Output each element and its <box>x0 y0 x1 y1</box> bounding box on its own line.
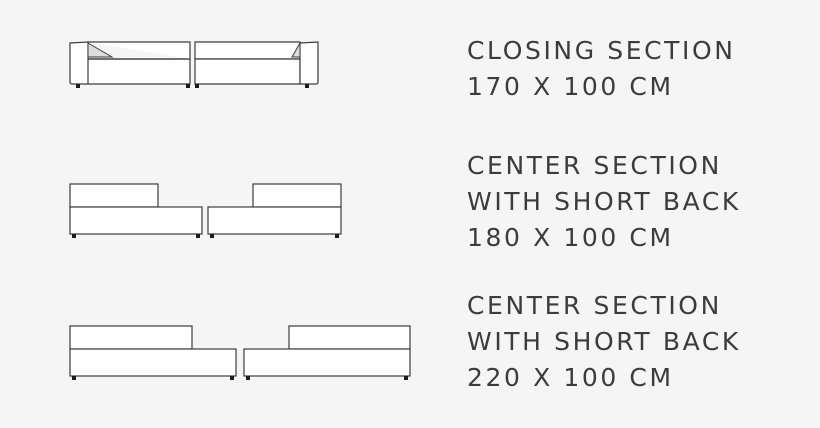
center-section-220-subtitle: WITH SHORT BACK <box>467 327 741 356</box>
closing-section-title: CLOSING SECTION <box>467 36 736 65</box>
closing-section-dimensions: 170 X 100 CM <box>467 72 674 101</box>
center-section-180-label: CENTER SECTION WITH SHORT BACK 180 X 100… <box>467 148 741 256</box>
closing-section-label: CLOSING SECTION 170 X 100 CM <box>467 33 736 105</box>
center-section-220-dimensions: 220 X 100 CM <box>467 363 674 392</box>
center-section-180-dimensions: 180 X 100 CM <box>467 223 674 252</box>
center-section-220-sofa-illustration <box>69 325 411 380</box>
closing-section-sofa-illustration <box>69 41 319 88</box>
center-section-220-title: CENTER SECTION <box>467 291 722 320</box>
center-section-220-label: CENTER SECTION WITH SHORT BACK 220 X 100… <box>467 288 741 396</box>
center-section-180-title: CENTER SECTION <box>467 151 722 180</box>
center-section-180-subtitle: WITH SHORT BACK <box>467 187 741 216</box>
center-section-180-sofa-illustration <box>69 183 342 238</box>
